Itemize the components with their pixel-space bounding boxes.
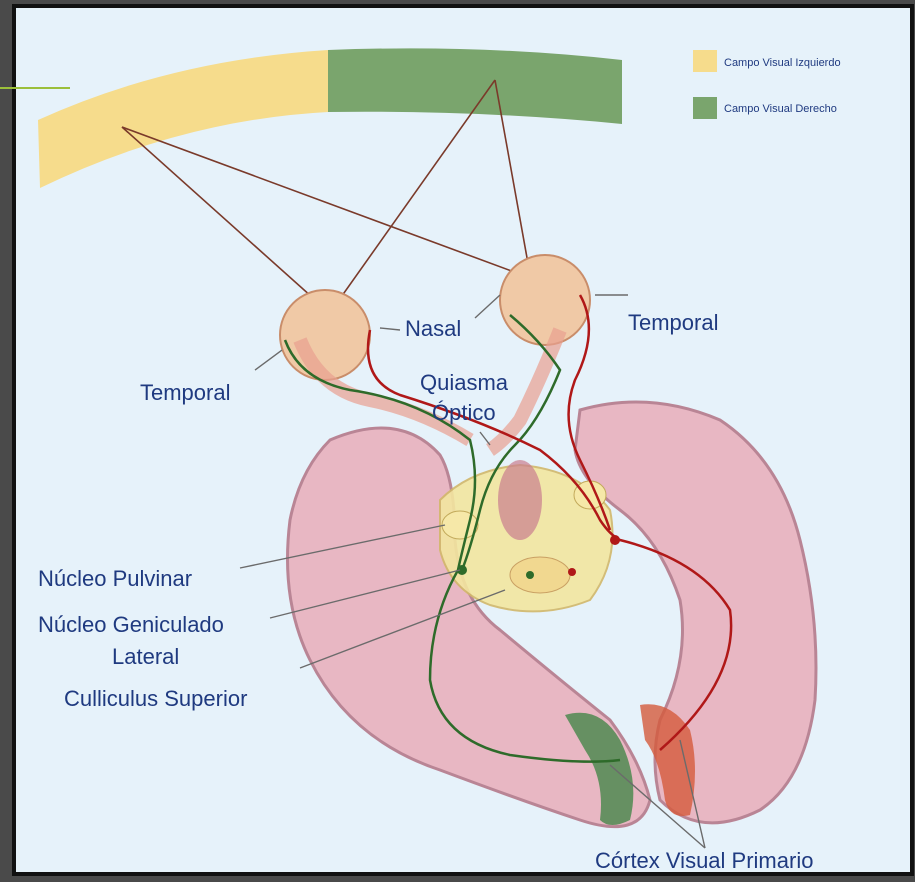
label-nasal: Nasal: [405, 316, 461, 341]
left-eye: [280, 290, 370, 380]
legend-swatch-left: [693, 50, 717, 72]
label-nucleo-geniculado-line1: Núcleo Geniculado: [38, 612, 224, 637]
label-quiasma-line2: Óptico: [432, 400, 496, 425]
red-synapse-lgn: [610, 535, 620, 545]
label-quiasma-line1: Quiasma: [420, 370, 509, 395]
legend-label-left: Campo Visual Izquierdo: [724, 57, 841, 69]
green-synapse-colliculus: [526, 571, 534, 579]
legend-label-right: Campo Visual Derecho: [724, 103, 837, 115]
label-nucleo-pulvinar: Núcleo Pulvinar: [38, 566, 192, 591]
legend-swatch-right: [693, 97, 717, 119]
third-ventricle: [498, 460, 542, 540]
label-cortex: Córtex Visual Primario: [595, 848, 813, 873]
red-synapse-colliculus: [568, 568, 576, 576]
right-eye: [500, 255, 590, 345]
label-nucleo-geniculado-line2: Lateral: [112, 644, 179, 669]
colliculus: [510, 557, 570, 593]
label-temporal-left: Temporal: [140, 380, 230, 405]
label-temporal-right: Temporal: [628, 310, 718, 335]
label-culliculus: Culliculus Superior: [64, 686, 247, 711]
